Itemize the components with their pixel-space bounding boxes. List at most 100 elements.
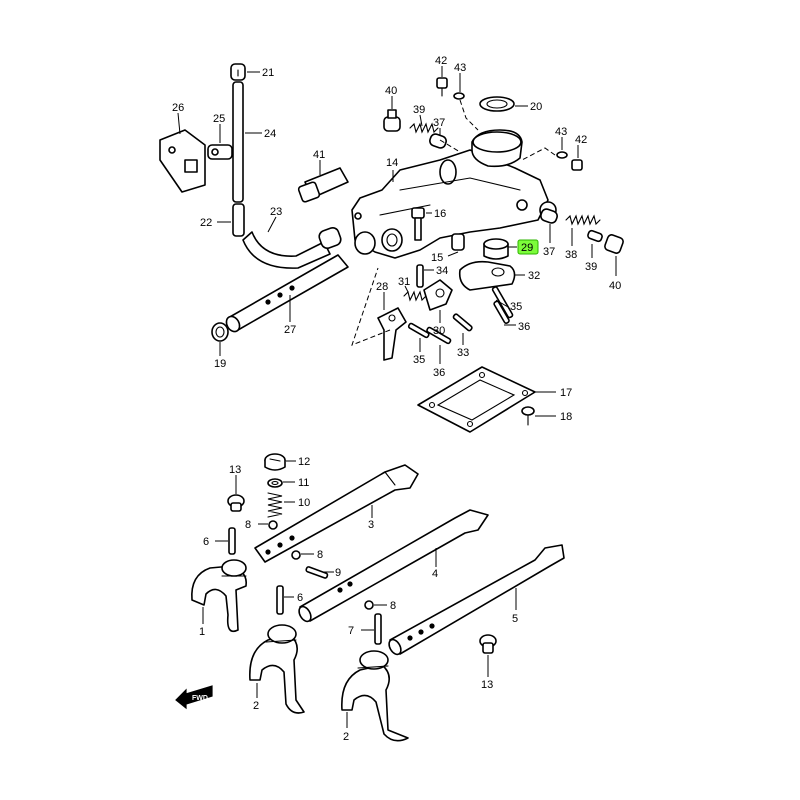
callout-32: 32 [528, 270, 540, 282]
part-2-shift-fork-a[interactable] [249, 624, 305, 714]
callout-6-b: 6 [297, 592, 303, 604]
callout-35-bottom: 35 [413, 354, 425, 366]
callout-36-right: 36 [518, 321, 530, 333]
callout-31: 31 [398, 276, 410, 288]
callout-37-right: 37 [543, 246, 555, 258]
callout-8-c: 8 [390, 600, 396, 612]
callout-2-a: 2 [253, 700, 259, 712]
callout-13-top: 13 [229, 464, 241, 476]
callout-2-b: 2 [343, 731, 349, 743]
part-32-block[interactable] [458, 260, 516, 291]
callout-29: 29 [521, 242, 533, 254]
callout-21: 21 [262, 67, 274, 79]
callout-labels: 21 24 26 25 22 23 27 19 41 14 40 39 37 4… [172, 55, 621, 743]
part-8-ball-c[interactable] [364, 600, 374, 610]
callout-16: 16 [434, 208, 446, 220]
callout-5: 5 [512, 613, 518, 625]
callout-13-bottom: 13 [481, 679, 493, 691]
fwd-arrow-icon: FWD [175, 685, 213, 710]
part-30-lever[interactable] [423, 279, 453, 311]
callout-40-left: 40 [385, 85, 397, 97]
part-12-screw[interactable] [264, 453, 286, 471]
callout-30: 30 [433, 325, 445, 337]
part-5-shift-rod[interactable] [387, 544, 565, 656]
part-39-spring-left[interactable] [409, 122, 439, 134]
callout-17: 17 [560, 387, 572, 399]
callout-8-a: 8 [245, 519, 251, 531]
part-29-bushing[interactable] [483, 238, 509, 260]
callout-22: 22 [200, 217, 212, 229]
callout-28: 28 [376, 281, 388, 293]
part-27-shaft[interactable] [224, 254, 349, 334]
part-6-pin-b[interactable] [276, 585, 284, 615]
part-8-ball-a[interactable] [268, 520, 278, 530]
part-36-pin-right[interactable] [493, 300, 510, 324]
part-6-pin-a[interactable] [228, 527, 236, 555]
part-36-pin-bottom[interactable] [426, 326, 452, 345]
part-3-shift-rod[interactable] [254, 464, 419, 563]
part-13-plug-top[interactable] [227, 494, 245, 512]
callout-34: 34 [436, 265, 448, 277]
part-20-cover[interactable] [471, 96, 523, 168]
callout-1: 1 [199, 626, 205, 638]
callout-6-a: 6 [203, 536, 209, 548]
part-38-spring-right[interactable] [565, 214, 601, 226]
part-26-bracket[interactable] [159, 129, 206, 193]
part-25-clamp[interactable] [207, 144, 233, 160]
part-19-ring[interactable] [211, 322, 229, 342]
callout-14: 14 [386, 157, 398, 169]
part-1-shift-fork[interactable] [191, 559, 248, 633]
callout-43-left: 43 [454, 62, 466, 74]
part-37-pin-right[interactable] [539, 208, 558, 225]
part-39-spring-right[interactable] [587, 229, 603, 243]
part-15-sleeve[interactable] [451, 233, 465, 251]
part-43-washer-left[interactable] [453, 92, 465, 100]
part-22-joint[interactable] [232, 203, 245, 237]
part-40-plug-left[interactable] [383, 109, 401, 132]
callout-36-bottom: 36 [433, 367, 445, 379]
callout-37-left: 37 [433, 117, 445, 129]
part-7-pin[interactable] [374, 613, 382, 645]
part-37-pin-left[interactable] [428, 133, 447, 150]
part-41-plug[interactable] [297, 167, 349, 203]
part-42-bolt-left[interactable] [436, 77, 448, 97]
part-18-screw[interactable] [521, 406, 535, 426]
callout-33: 33 [457, 347, 469, 359]
callout-42-right: 42 [575, 134, 587, 146]
callout-39-right: 39 [585, 261, 597, 273]
callout-23: 23 [270, 206, 282, 218]
callout-19: 19 [214, 358, 226, 370]
part-35-pin-bottom[interactable] [407, 322, 430, 339]
part-31-spring[interactable] [403, 290, 427, 302]
callout-3: 3 [368, 519, 374, 531]
callout-8-b: 8 [317, 549, 323, 561]
callout-41: 41 [313, 149, 325, 161]
part-43-washer-right[interactable] [556, 151, 568, 159]
callout-7: 7 [348, 625, 354, 637]
callout-40-right: 40 [609, 280, 621, 292]
part-28-arm[interactable] [377, 307, 407, 361]
part-42-bolt-right[interactable] [571, 159, 583, 171]
callout-11: 11 [298, 477, 309, 489]
callout-20: 20 [530, 101, 542, 113]
part-2-shift-fork-b[interactable] [341, 650, 409, 742]
callout-9: 9 [335, 567, 341, 579]
part-13-plug-bottom[interactable] [479, 634, 497, 654]
part-21-cap[interactable] [230, 63, 246, 81]
part-16-bolt[interactable] [411, 207, 425, 241]
part-9-pin[interactable] [305, 566, 329, 579]
part-35-pin-right[interactable] [491, 286, 514, 319]
callout-27: 27 [284, 324, 296, 336]
part-34-pin[interactable] [416, 264, 424, 288]
part-23-hose[interactable] [242, 226, 342, 269]
part-33-pin[interactable] [452, 313, 473, 332]
callout-26: 26 [172, 102, 184, 114]
part-11-washer[interactable] [267, 478, 283, 488]
part-8-ball-b[interactable] [291, 550, 301, 560]
part-24-rod[interactable] [232, 81, 244, 203]
callout-15: 15 [431, 252, 443, 264]
part-10-spring[interactable] [267, 492, 283, 518]
part-4-shift-rod[interactable] [297, 509, 489, 623]
part-40-plug-right[interactable] [604, 234, 625, 255]
